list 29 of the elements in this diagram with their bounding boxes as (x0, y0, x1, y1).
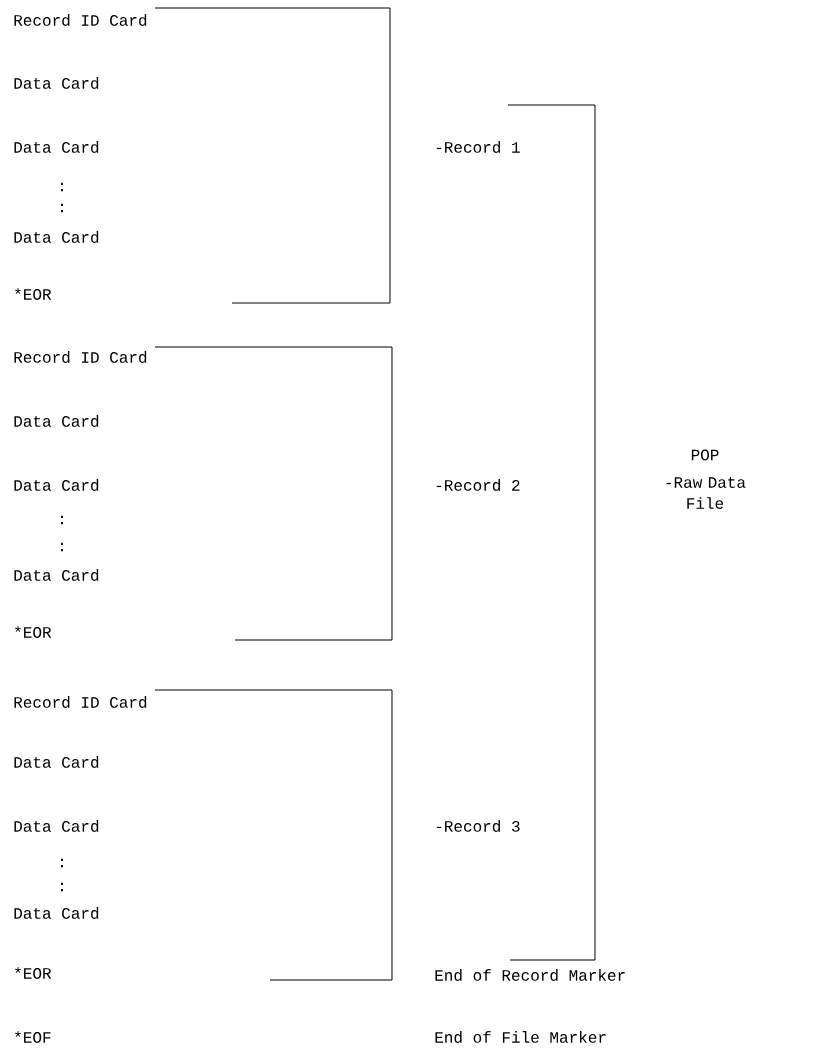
label-text: : (61, 858, 63, 868)
label-text: Data Card (14, 479, 99, 491)
label-text: : (61, 882, 63, 892)
label-text: : (61, 542, 63, 552)
label-text: Data Card (14, 231, 99, 243)
label-text: End of File Marker (435, 1031, 606, 1043)
label-text: -Record 3 (436, 820, 520, 832)
label-text: Data Card (14, 907, 99, 919)
label-text: End of Record Marker (435, 969, 625, 981)
label-text: POP (691, 449, 719, 461)
label-text: *EOR (15, 288, 52, 300)
label-text: *EOF (15, 1031, 51, 1043)
label-text: -Record 1 (436, 141, 520, 153)
label-text: *EOR (15, 626, 52, 638)
label-text: -Record 2 (436, 479, 520, 491)
label-text: : (61, 182, 63, 192)
label-text: *EOR (15, 967, 52, 979)
label-text: : (61, 203, 63, 213)
label-text: Data Card (14, 756, 99, 768)
label-text: Record ID Card (14, 14, 147, 26)
label-text: Data Card (14, 77, 99, 89)
label-text: Data Card (14, 820, 99, 832)
label-text: : (61, 515, 63, 525)
label-text: Data Card (14, 415, 99, 427)
label-text: -Raw Data File (666, 477, 746, 509)
label-text: Data Card (14, 569, 99, 581)
label-text: Data Card (14, 141, 99, 153)
label-text: Record ID Card (14, 351, 147, 363)
label-text: Record ID Card (14, 696, 147, 708)
